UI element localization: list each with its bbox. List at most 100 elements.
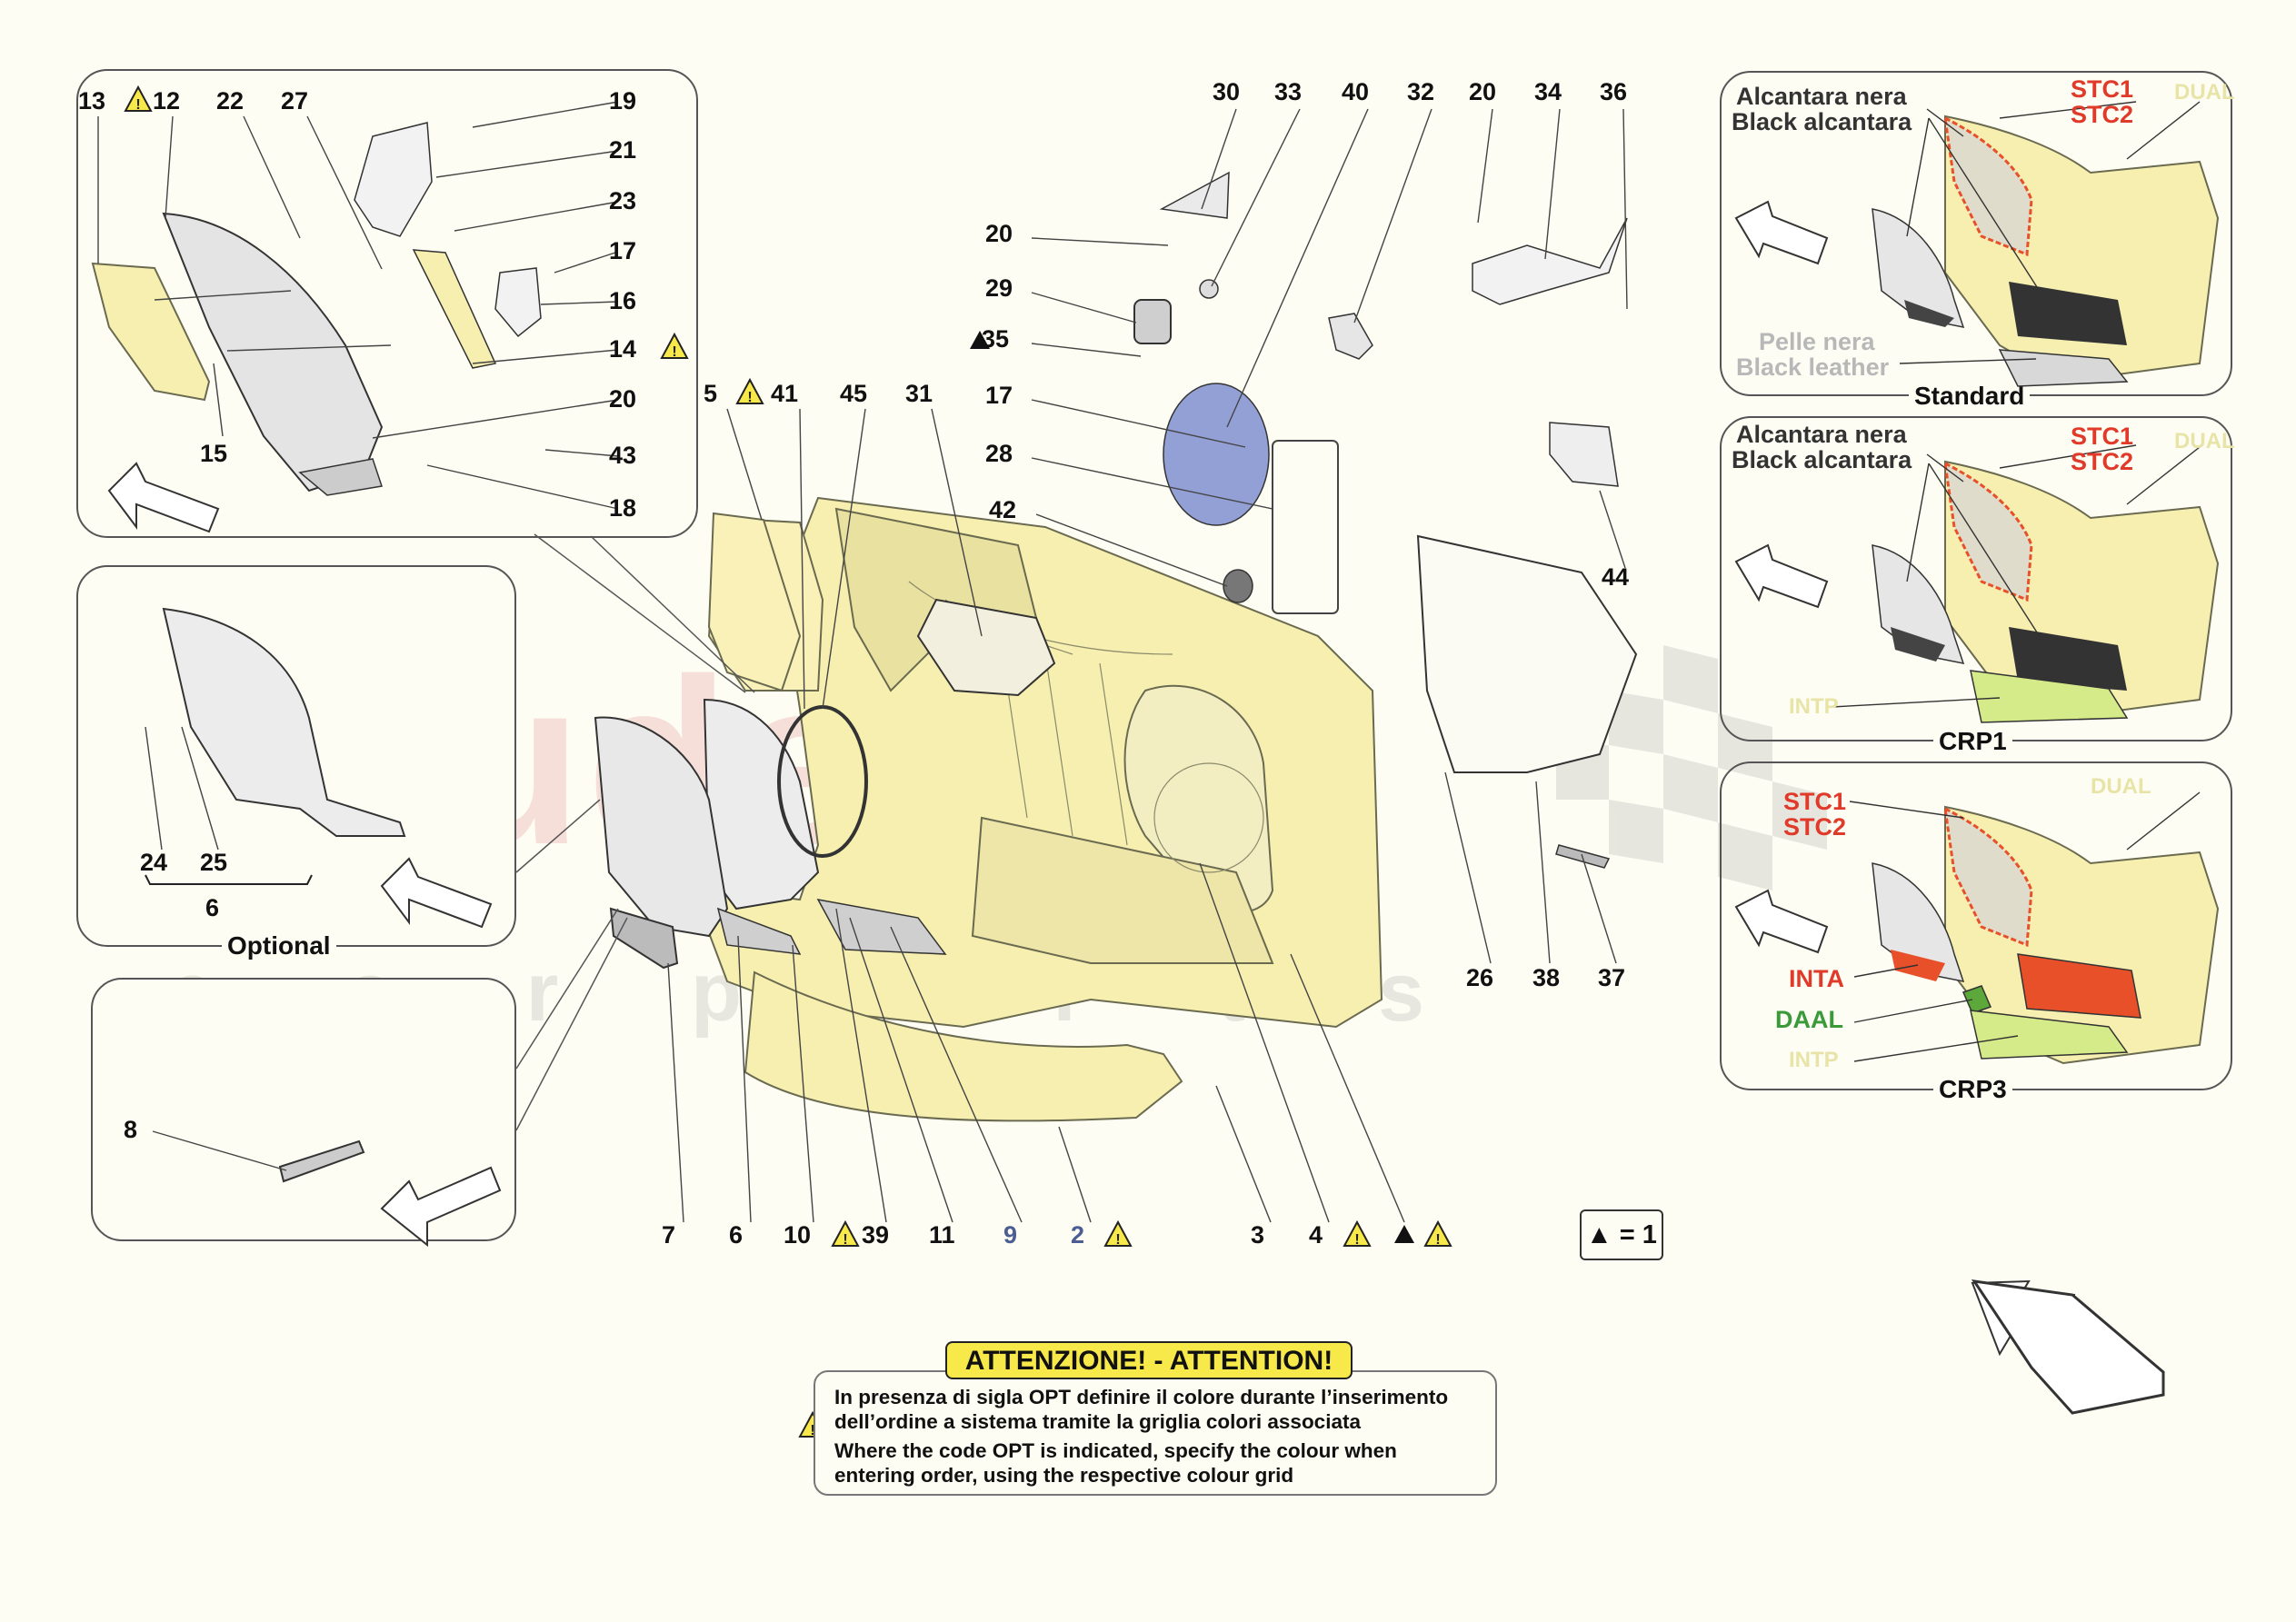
callout-20: 20 [985,220,1013,247]
bracket-32 [1328,313,1373,360]
callout-8: 8 [124,1116,138,1143]
crp3-dual: DUAL [2091,774,2151,799]
protective-film-26 [1416,534,1638,773]
trim-8 [278,1139,365,1183]
callout-23: 23 [609,187,637,214]
callout-29: 29 [985,274,1013,302]
svg-text:!: ! [672,344,676,360]
callout-28: 28 [985,440,1013,467]
speaker-surround-41 [703,698,820,911]
callout-4: 4 [1309,1221,1323,1249]
bracket-44 [1549,422,1619,487]
crp1-alcantara-it: Alcantara nera [1736,421,1907,448]
variant-standard-drawing [1734,114,2220,387]
strip-14 [412,249,497,369]
crp3-stc2: STC2 [1783,813,1847,841]
callout-44: 44 [1602,563,1630,591]
crp3-daal: DAAL [1775,1006,1843,1033]
attention-box [814,1370,1497,1496]
standard-pelle-en: Black leather [1736,353,1890,381]
pocket-trim-6 [594,716,729,938]
callout-13: 13 [78,87,106,114]
callout-30: 30 [1213,78,1241,105]
callout-37: 37 [1598,964,1626,991]
callout-25: 25 [200,849,228,876]
svg-text:!: ! [1435,1232,1440,1248]
svg-text:!: ! [1115,1232,1120,1248]
trim-12 [162,212,384,493]
svg-text:!: ! [135,97,140,113]
variant-crp3-drawing [1734,805,2220,1065]
trim-12-base [298,458,383,496]
callout-17: 17 [985,382,1013,409]
callout-45: 45 [840,380,868,407]
attention-line-1: In presenza di sigla OPT definire il col… [834,1386,1449,1408]
warning-icon-14 [660,332,689,359]
trim-13 [91,262,211,402]
callout-26: 26 [1466,964,1494,991]
standard-stc2: STC2 [2071,101,2134,128]
callout-3: 3 [1251,1221,1265,1249]
warning-icon-10 [831,1219,860,1247]
bracket-16 [494,267,542,338]
callout-12: 12 [153,87,181,114]
svg-text:!: ! [747,390,752,405]
callout-27: 27 [281,87,309,114]
callout-34: 34 [1534,78,1562,105]
crp1-stc2: STC2 [2071,448,2134,475]
speaker-bracket [1272,440,1339,614]
svg-text:!: ! [810,1423,814,1438]
optional-label: Optional [222,931,336,960]
mirror-triangle-cover [1159,171,1230,219]
callout-20: 20 [609,385,637,413]
standard-stc1: STC1 [2071,75,2134,103]
callout-17: 17 [609,237,637,264]
callout-15: 15 [200,440,228,467]
attention-title: ATTENZIONE! - ATTENTION! [945,1341,1353,1379]
callout-33: 33 [1274,78,1303,105]
callout-39: 39 [862,1221,890,1249]
callout-16: 16 [609,287,637,314]
callout-18: 18 [609,494,637,522]
arrow-detail-3 [380,1166,502,1248]
callout-41: 41 [771,380,799,407]
callout-6: 6 [729,1221,744,1249]
svg-text:!: ! [1354,1232,1359,1248]
attention-line-3: Where the code OPT is indicated, specify… [834,1439,1397,1462]
callout-38: 38 [1532,964,1561,991]
callout-2: 2 [1071,1221,1085,1249]
callout-43: 43 [609,442,637,469]
svg-text:!: ! [843,1232,847,1248]
window-switch-bezel [916,598,1056,697]
crp1-dual: DUAL [2174,429,2235,453]
standard-alcantara-en: Black alcantara [1732,108,1912,135]
callout-7: 7 [662,1221,676,1249]
callout-20: 20 [1469,78,1497,105]
callout-5: 5 [704,380,718,407]
callout-31: 31 [905,380,933,407]
standard-pelle-it: Pelle nera [1759,328,1875,355]
callout-40: 40 [1342,78,1370,105]
clip-33 [1199,279,1219,299]
bracket-6-under [145,874,313,885]
crp3-stc1: STC1 [1783,788,1847,815]
warning-icon-2 [1103,1219,1133,1247]
crp3-inta: INTA [1789,965,1844,992]
callout-36: 36 [1600,78,1628,105]
callout-14: 14 [609,335,637,363]
warning-icon-triangle [1423,1219,1452,1247]
crp3-label: CRP3 [1933,1075,2012,1104]
callout-21: 21 [609,136,637,164]
callout-24: 24 [140,849,168,876]
crp1-label: CRP1 [1933,727,2012,756]
standard-label: Standard [1909,382,2031,411]
triangle-marker-35 [970,331,990,349]
arrow-detail-1 [107,462,220,533]
speaker-grille [1163,383,1270,526]
tweeter-cover [1223,569,1253,603]
warning-icons [124,85,1452,1438]
standard-alcantara-it: Alcantara nera [1736,83,1907,110]
bracket-34 [1472,217,1628,305]
crp3-intp: INTP [1789,1048,1839,1072]
